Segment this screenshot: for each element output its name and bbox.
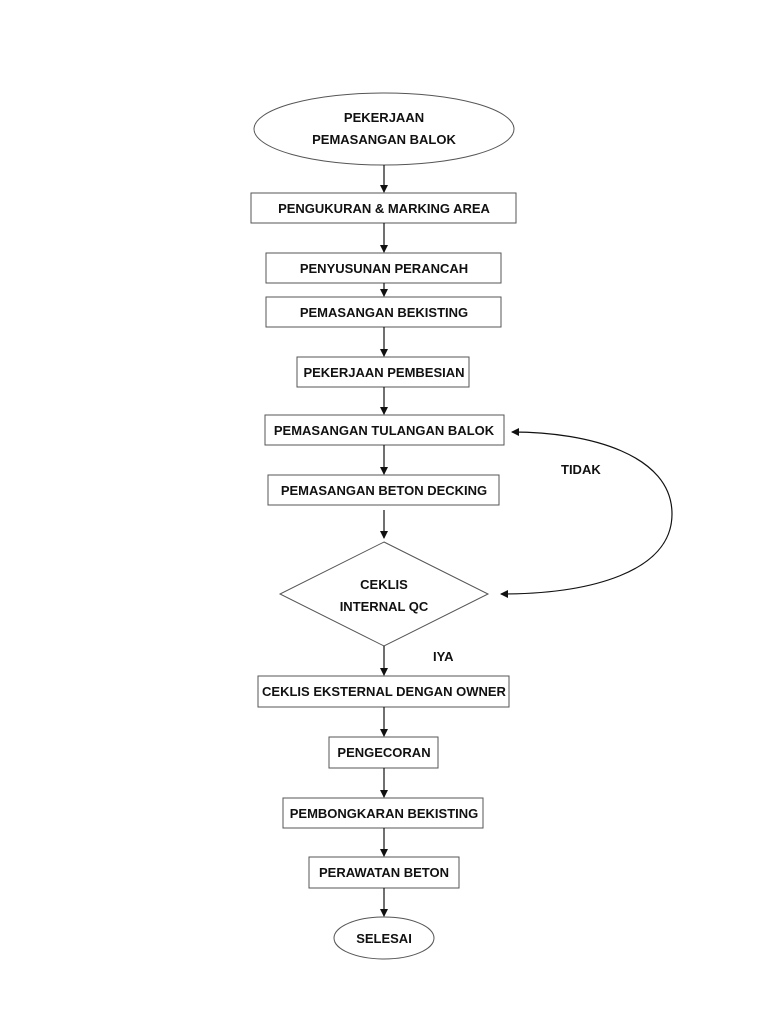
start-node: PEKERJAAN PEMASANGAN BALOK bbox=[253, 92, 515, 166]
step-pekerjaan-pembesian: PEKERJAAN PEMBESIAN bbox=[296, 356, 470, 388]
start-label-line1: PEKERJAAN bbox=[344, 110, 424, 125]
step-perawatan-beton: PERAWATAN BETON bbox=[308, 856, 460, 889]
step-pembongkaran-bekisting: PEMBONGKARAN BEKISTING bbox=[282, 797, 484, 829]
end-node: SELESAI bbox=[333, 916, 435, 960]
step-pemasangan-tulangan-balok: PEMASANGAN TULANGAN BALOK bbox=[264, 414, 505, 446]
branch-no-label: TIDAK bbox=[561, 462, 601, 477]
decision-label-line1: CEKLIS bbox=[360, 577, 408, 592]
step-label: CEKLIS EKSTERNAL DENGAN OWNER bbox=[262, 684, 506, 699]
step-label: PENYUSUNAN PERANCAH bbox=[300, 261, 468, 276]
step-label: PEMBONGKARAN BEKISTING bbox=[290, 806, 479, 821]
step-label: PEKERJAAN PEMBESIAN bbox=[303, 365, 464, 380]
branch-yes-label: IYA bbox=[433, 649, 454, 664]
step-label: PEMASANGAN BEKISTING bbox=[300, 305, 468, 320]
step-ceklis-eksternal: CEKLIS EKSTERNAL DENGAN OWNER bbox=[257, 675, 510, 708]
arrow-loop-to-tulangan bbox=[511, 428, 673, 515]
step-label: PEMASANGAN BETON DECKING bbox=[281, 483, 487, 498]
step-label: PENGECORAN bbox=[337, 745, 430, 760]
arrow-loop-to-decision bbox=[500, 513, 673, 598]
decision-label-line2: INTERNAL QC bbox=[340, 599, 429, 614]
start-label-line2: PEMASANGAN BALOK bbox=[312, 132, 456, 147]
decision-internal-qc: CEKLIS INTERNAL QC bbox=[278, 541, 490, 647]
step-pengukuran: PENGUKURAN & MARKING AREA bbox=[250, 192, 517, 224]
step-pengecoran: PENGECORAN bbox=[328, 736, 439, 769]
step-pemasangan-bekisting: PEMASANGAN BEKISTING bbox=[265, 296, 502, 328]
end-label: SELESAI bbox=[356, 931, 412, 946]
step-label: PERAWATAN BETON bbox=[319, 865, 449, 880]
step-label: PEMASANGAN TULANGAN BALOK bbox=[274, 423, 495, 438]
step-penyusunan-perancah: PENYUSUNAN PERANCAH bbox=[265, 252, 502, 284]
step-label: PENGUKURAN & MARKING AREA bbox=[278, 201, 490, 216]
step-pemasangan-beton-decking: PEMASANGAN BETON DECKING bbox=[267, 474, 500, 506]
